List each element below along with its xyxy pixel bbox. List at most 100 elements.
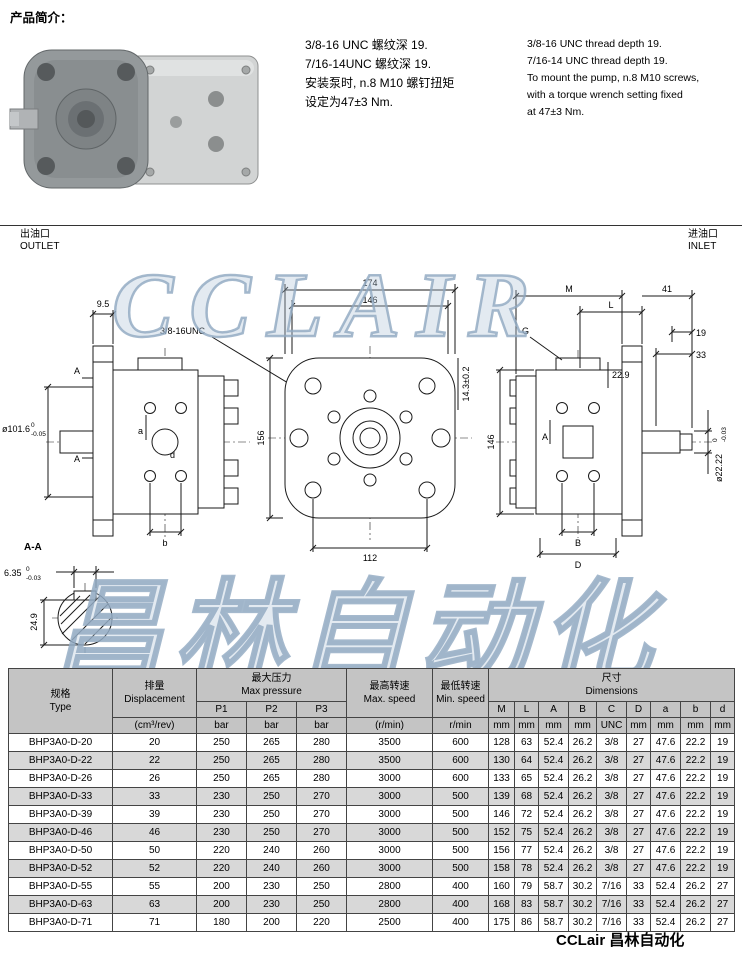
cell-p3: 280 — [295, 733, 348, 752]
pump-product-photo — [9, 49, 259, 189]
cell-C: 3/8 — [596, 787, 628, 806]
cell-b: 26.2 — [680, 895, 712, 914]
col-subheader-p1: P1 — [196, 701, 247, 718]
cell-p3: 260 — [295, 841, 348, 860]
col-unit-displacement: (cm³/rev) — [112, 717, 197, 734]
dim-tol-high: 0 — [31, 422, 35, 429]
col-subheader-C: C — [596, 701, 628, 718]
col-unit-mm: mm — [710, 717, 736, 734]
dim-146-front: 146 — [362, 295, 377, 305]
dim-dia-22-22: ø22.22 — [714, 454, 724, 482]
cell-d: 19 — [710, 805, 736, 824]
col-subheader-p2: P2 — [246, 701, 297, 718]
cell-a: 47.6 — [650, 787, 682, 806]
cell-p1: 250 — [196, 769, 247, 788]
section-divider — [0, 225, 742, 226]
cell-b: 26.2 — [680, 877, 712, 896]
cell-a: 47.6 — [650, 751, 682, 770]
cell-type: BHP3A0-D-22 — [8, 751, 113, 770]
cell-displacement: 20 — [112, 733, 197, 752]
cell-a: 52.4 — [650, 877, 682, 896]
col-unit-mm: mm — [568, 717, 598, 734]
notes-chinese: 3/8-16 UNC 螺纹深 19. 7/16-14UNC 螺纹深 19. 安装… — [305, 36, 454, 112]
cell-A: 58.7 — [538, 877, 570, 896]
dim-A: A — [542, 432, 548, 442]
cell-L: 78 — [514, 859, 540, 878]
cell-M: 152 — [488, 823, 516, 842]
side-view-left — [46, 345, 250, 538]
cell-d: 27 — [710, 913, 736, 932]
cell-max-speed: 3500 — [346, 733, 434, 752]
col-unit-mm: mm — [488, 717, 516, 734]
cell-d: 19 — [710, 841, 736, 860]
cell-a: 47.6 — [650, 841, 682, 860]
cell-B: 30.2 — [568, 895, 598, 914]
cell-type: BHP3A0-D-50 — [8, 841, 113, 860]
cell-min-speed: 400 — [432, 913, 490, 932]
col-unit-bar: bar — [246, 717, 297, 734]
dim-22-9: 22.9 — [612, 370, 630, 380]
cell-max-speed: 3500 — [346, 751, 434, 770]
col-unit-unc: UNC — [596, 717, 628, 734]
cell-C: 3/8 — [596, 841, 628, 860]
cell-p2: 265 — [246, 751, 297, 770]
cell-L: 72 — [514, 805, 540, 824]
cell-D: 27 — [626, 859, 652, 878]
cell-A: 58.7 — [538, 895, 570, 914]
pump-shaft — [9, 108, 39, 130]
cell-displacement: 46 — [112, 823, 197, 842]
cell-A: 52.4 — [538, 769, 570, 788]
table-row: BHP3A0-D-46 46 230 250 270 3000 500 152 … — [8, 823, 736, 842]
col-subheader-p3: P3 — [295, 701, 348, 718]
dim-41: 41 — [662, 284, 672, 294]
pump-rear-body — [125, 55, 259, 185]
col-unit-max-speed: (r/min) — [346, 717, 434, 734]
brand-footer: CCLair 昌林自动化 — [556, 932, 685, 949]
cell-D: 27 — [626, 769, 652, 788]
table-row: BHP3A0-D-63 63 200 230 250 2800 400 168 … — [8, 895, 736, 914]
cell-A: 52.4 — [538, 841, 570, 860]
cell-displacement: 39 — [112, 805, 197, 824]
cell-min-speed: 500 — [432, 859, 490, 878]
cell-min-speed: 600 — [432, 769, 490, 788]
col-unit-min-speed: r/min — [432, 717, 490, 734]
dim-D: D — [575, 560, 582, 570]
cell-type: BHP3A0-D-39 — [8, 805, 113, 824]
table-row: BHP3A0-D-50 50 220 240 260 3000 500 156 … — [8, 841, 736, 860]
col-subheader-M: M — [488, 701, 516, 718]
cell-a: 52.4 — [650, 895, 682, 914]
cell-a: 47.6 — [650, 859, 682, 878]
cell-b: 22.2 — [680, 769, 712, 788]
page-title: 产品简介： — [10, 11, 73, 25]
dim-L: L — [608, 300, 613, 310]
dim-19: 19 — [696, 328, 706, 338]
cell-D: 33 — [626, 895, 652, 914]
cell-p1: 220 — [196, 859, 247, 878]
col-subheader-L: L — [514, 701, 540, 718]
cell-A: 52.4 — [538, 823, 570, 842]
inlet-label-cn: 进油口 — [688, 229, 718, 240]
spec-table-body: BHP3A0-D-20 20 250 265 280 3500 600 128 … — [8, 733, 736, 932]
cell-d: 19 — [710, 787, 736, 806]
cell-type: BHP3A0-D-55 — [8, 877, 113, 896]
cell-B: 26.2 — [568, 841, 598, 860]
cell-B: 26.2 — [568, 751, 598, 770]
outlet-label-en: OUTLET — [20, 241, 60, 252]
dim-tol-low: -0.03 — [721, 427, 728, 442]
cell-C: 3/8 — [596, 823, 628, 842]
front-view — [268, 346, 472, 540]
cell-M: 160 — [488, 877, 516, 896]
dim-d: d — [170, 450, 175, 460]
cell-p1: 200 — [196, 877, 247, 896]
note-line-cn: 设定为47±3 Nm. — [305, 95, 393, 109]
cell-a: 47.6 — [650, 823, 682, 842]
table-row: BHP3A0-D-20 20 250 265 280 3500 600 128 … — [8, 733, 736, 752]
cell-D: 27 — [626, 805, 652, 824]
cell-p2: 250 — [246, 805, 297, 824]
inlet-label: 进油口 INLET — [688, 229, 718, 253]
dim-b: b — [162, 538, 167, 548]
